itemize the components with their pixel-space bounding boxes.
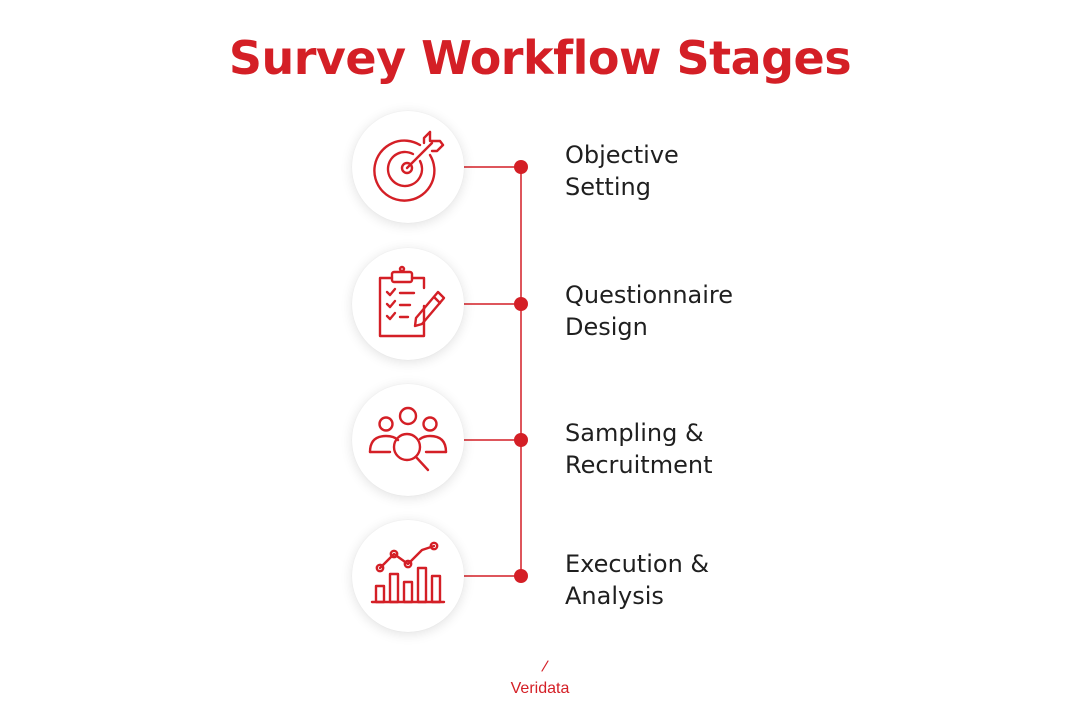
target-arrow-icon — [373, 130, 445, 202]
stage-label-3-line2: Recruitment — [565, 451, 713, 479]
timeline-node-2 — [514, 297, 528, 311]
stage-label-3: Sampling & Recruitment — [565, 417, 865, 481]
stage-label-1-line1: Objective — [565, 141, 679, 169]
stage-icon-circle-4 — [352, 520, 464, 632]
stage-label-3-line1: Sampling & — [565, 419, 704, 447]
timeline-node-3 — [514, 433, 528, 447]
bar-line-chart-icon — [370, 541, 446, 604]
diagram-title: Survey Workflow Stages — [228, 31, 852, 85]
stage-label-2-line1: Questionnaire — [565, 281, 734, 309]
stage-label-4-line2: Analysis — [565, 582, 664, 610]
timeline-node-1 — [514, 160, 528, 174]
stage-label-1: Objective Setting — [565, 139, 865, 203]
stage-label-2: Questionnaire Design — [565, 279, 865, 343]
stage-icon-circle-3 — [352, 384, 464, 496]
stage-label-4: Execution & Analysis — [565, 548, 865, 612]
timeline-node-4 — [514, 569, 528, 583]
people-magnifier-icon — [368, 406, 448, 472]
stage-label-1-line2: Setting — [565, 173, 651, 201]
stage-icon-circle-1 — [352, 111, 464, 223]
brand-slash-icon — [541, 660, 549, 672]
stage-label-4-line1: Execution & — [565, 550, 710, 578]
stage-label-2-line2: Design — [565, 313, 648, 341]
brand-name: Veridata — [510, 680, 570, 697]
clipboard-checklist-pencil-icon — [378, 265, 446, 338]
stage-icon-circle-2 — [352, 248, 464, 360]
